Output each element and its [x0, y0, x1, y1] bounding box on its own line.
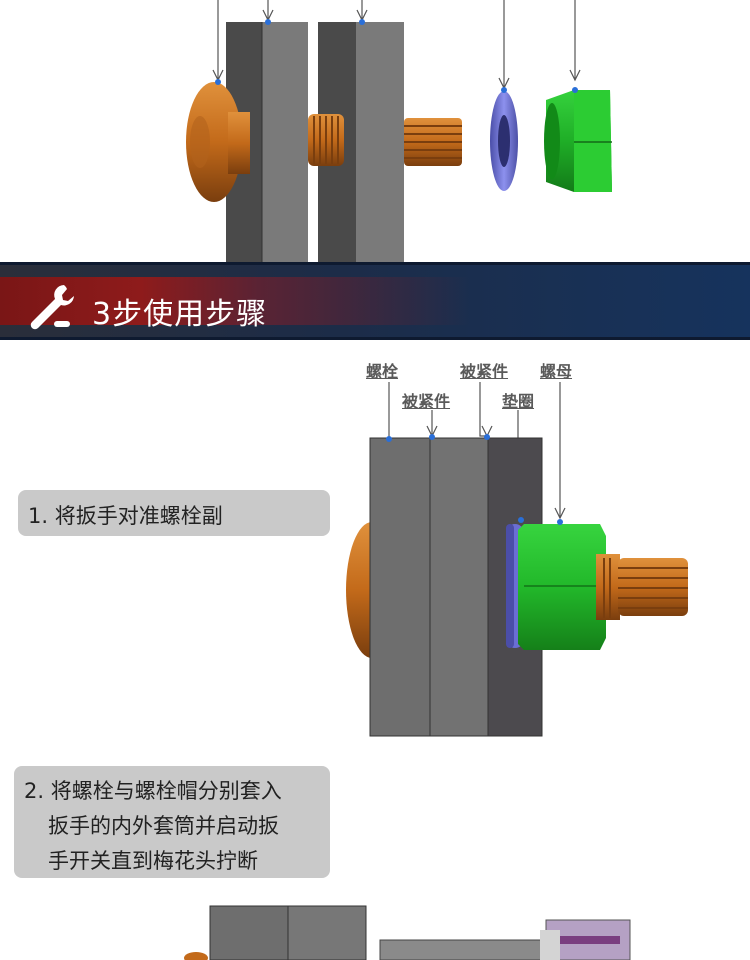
label-bolt: 螺栓	[366, 362, 399, 381]
leader-dots	[215, 19, 578, 93]
label-washer: 垫圈	[502, 392, 535, 411]
wrench-icon	[30, 285, 74, 330]
assembled-diagram	[184, 382, 688, 960]
step-1-box: 1. 将扳手对准螺栓副	[18, 490, 330, 536]
step-2-line-2: 扳手的内外套筒并启动扳	[48, 814, 279, 838]
wrench-socket-diagram-partial	[184, 905, 631, 960]
bolt-spline-assembled	[596, 554, 688, 620]
label-fastened-part-1: 被紧件	[402, 392, 451, 411]
exploded-assembly-diagram	[0, 0, 750, 262]
banner-plate	[0, 277, 470, 325]
section-banner: 3步使用步骤	[0, 262, 750, 340]
bolt-head	[186, 82, 250, 202]
usage-steps-area: 螺栓 被紧件 螺母 被紧件 垫圈	[0, 340, 750, 960]
leader-dots-step	[386, 434, 563, 525]
nut	[544, 90, 612, 192]
label-fastened-part-2: 被紧件	[460, 362, 509, 381]
bolt-spline-tail	[404, 118, 462, 166]
step-2-line-3: 手开关直到梅花头拧断	[48, 849, 258, 873]
step-2-line-1: 2. 将螺栓与螺栓帽分别套入	[24, 779, 282, 803]
banner-title: 3步使用步骤	[92, 297, 268, 332]
nut-assembled	[518, 524, 606, 650]
exploded-assembly-drawing	[186, 0, 612, 262]
washer	[490, 91, 518, 191]
step-2-box: 2. 将螺栓与螺栓帽分别套入 扳手的内外套筒并启动扳 手开关直到梅花头拧断	[14, 766, 330, 878]
label-nut: 螺母	[540, 362, 573, 381]
step-1-text: 1. 将扳手对准螺栓副	[28, 504, 223, 528]
bolt-thread	[308, 114, 344, 166]
